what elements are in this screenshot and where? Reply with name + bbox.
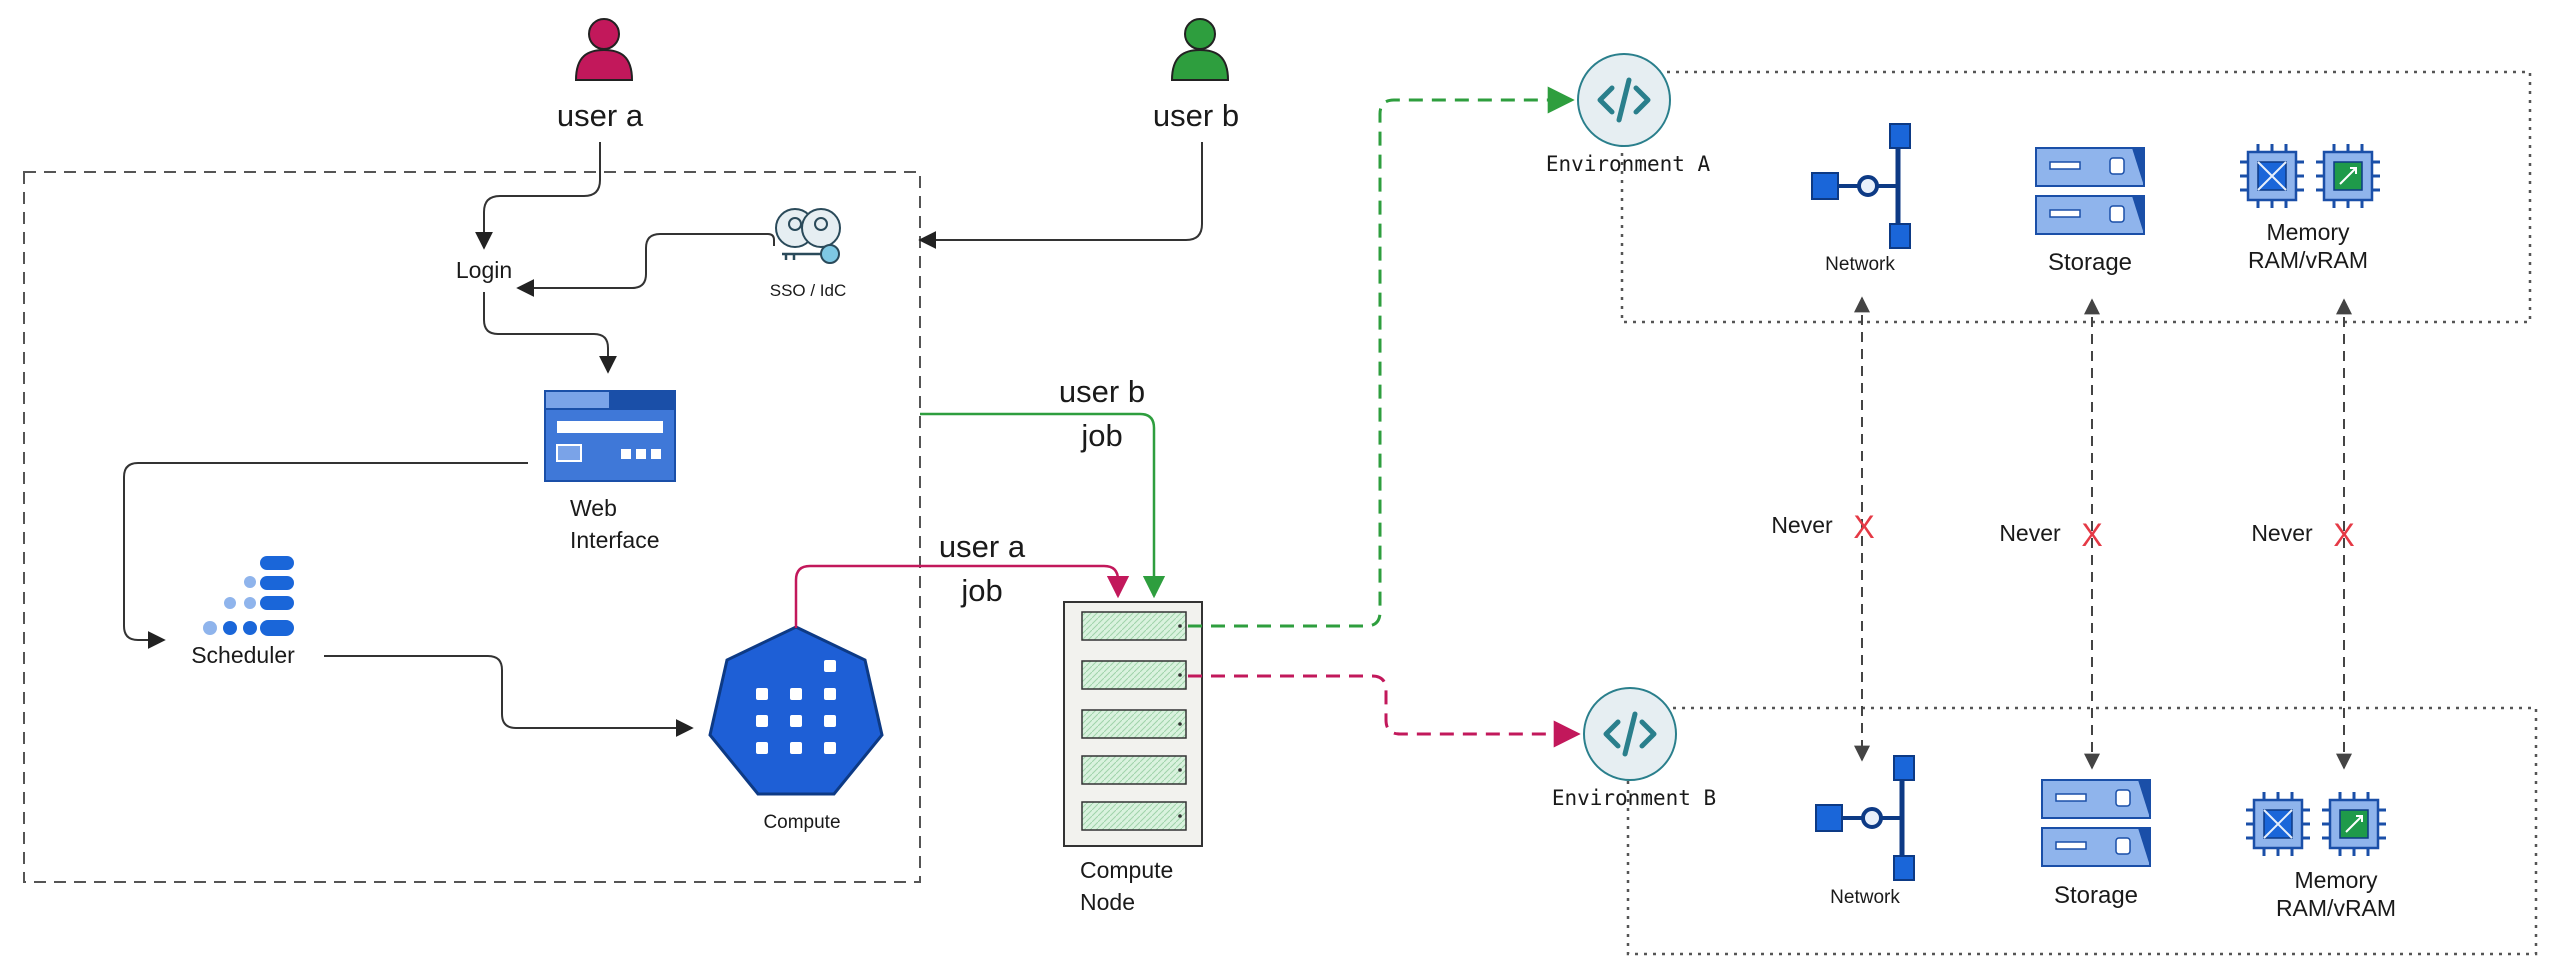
network-never-mark: X — [1853, 509, 1874, 545]
user-a-job-label-2: job — [960, 573, 1002, 608]
environment-b-memory-label-2: RAM/vRAM — [2276, 895, 2396, 921]
compute-node-slot-2 — [1081, 660, 1187, 690]
compute-icon[interactable] — [708, 625, 884, 796]
storage-never-mark: X — [2081, 517, 2102, 553]
memory-icon — [2246, 792, 2386, 856]
environment-a-memory-label: Memory — [2266, 219, 2350, 245]
network-icon — [1812, 124, 1910, 248]
environment-a-title: Environment A — [1546, 152, 1711, 176]
environment-a-icon — [1578, 54, 1670, 146]
compute-node-slot-3 — [1081, 709, 1187, 739]
compute-node-label: Compute — [1080, 857, 1173, 883]
environment-b-title: Environment B — [1552, 786, 1716, 810]
environment-b-icon — [1584, 688, 1676, 780]
edge-user-b-job — [920, 412, 1166, 599]
compute-label: Compute — [763, 812, 840, 833]
environment-a-network-label: Network — [1825, 254, 1895, 275]
scheduler-icon[interactable] — [203, 556, 294, 636]
environment-a-memory-label-2: RAM/vRAM — [2248, 247, 2368, 273]
edge-web-to-scheduler — [123, 462, 528, 649]
edge-login-to-web — [483, 292, 617, 374]
login-label[interactable]: Login — [456, 257, 512, 283]
sso-icon — [775, 208, 841, 264]
environment-a-storage-label: Storage — [2048, 249, 2132, 276]
user-b-icon — [1171, 18, 1229, 81]
edge-sso-to-login — [516, 233, 775, 297]
web-interface-label: Web — [570, 495, 617, 521]
environment-b-memory-label: Memory — [2294, 867, 2378, 893]
compute-node-label-2: Node — [1080, 889, 1135, 915]
storage-never-label: Never — [1999, 520, 2061, 546]
user-b-job-label: user b — [1059, 374, 1145, 409]
user-b-label: user b — [1153, 98, 1239, 133]
compute-node-slot-4 — [1081, 755, 1187, 785]
network-icon — [1816, 756, 1914, 880]
storage-icon — [2035, 147, 2145, 235]
compute-node-slot-5 — [1081, 801, 1187, 831]
network-never-label: Never — [1771, 512, 1833, 538]
user-a-job-label: user a — [939, 529, 1026, 564]
storage-icon — [2041, 779, 2151, 867]
compute-node-icon[interactable] — [1063, 601, 1203, 847]
memory-never-label: Never — [2251, 520, 2313, 546]
scheduler-label: Scheduler — [191, 642, 295, 668]
portal-boundary — [23, 171, 921, 883]
environment-b-storage-label: Storage — [2054, 882, 2138, 909]
user-a-label: user a — [557, 98, 644, 133]
environment-a-boundary — [1620, 70, 2532, 324]
edge-user-a-job — [794, 564, 1130, 628]
web-interface-icon[interactable] — [544, 390, 676, 482]
user-b-job-label-2: job — [1080, 418, 1122, 453]
memory-never-mark: X — [2333, 517, 2354, 553]
compute-node-slot-1 — [1081, 611, 1187, 641]
user-a-icon — [575, 18, 633, 81]
edge-user-b-to-portal — [918, 142, 1203, 249]
environment-b-network-label: Network — [1830, 887, 1900, 908]
edge-user-a-to-login — [475, 142, 601, 250]
sso-label: SSO / IdC — [770, 281, 847, 300]
memory-icon — [2240, 144, 2380, 208]
edge-scheduler-to-compute — [324, 655, 694, 737]
edge-node-to-environment-b — [1188, 674, 1581, 748]
edge-node-to-environment-a — [1188, 86, 1575, 628]
web-interface-label-2: Interface — [570, 527, 660, 553]
